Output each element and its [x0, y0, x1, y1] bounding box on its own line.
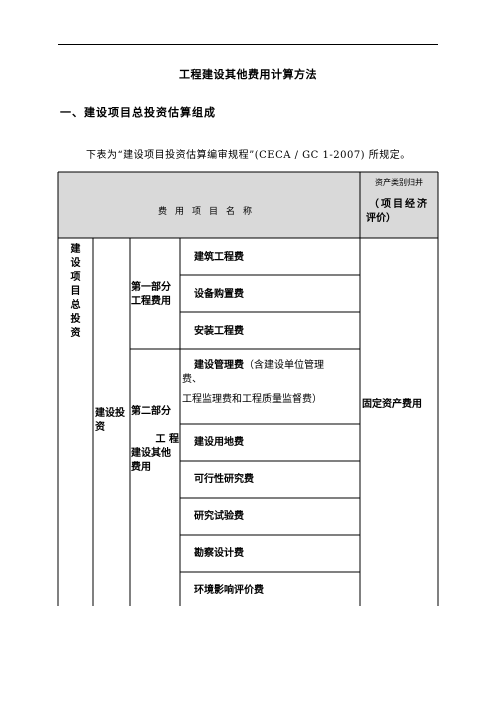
header-asset-line1: （项目经济 [369, 199, 429, 210]
part2-label: 第二部分 工 程 建设其他 费用 [131, 406, 179, 473]
table-header-bg [58, 172, 438, 238]
col-total-investment: 建 设 项 目 总 投 资 [70, 244, 81, 339]
header-asset-line2: 评价） [366, 213, 396, 224]
asset-class-fixed-assets: 固定资产费用 [362, 399, 422, 410]
item-feasibility-study: 可行性研究费 [194, 474, 254, 485]
item-survey-design: 勘察设计费 [194, 548, 244, 559]
header-asset-class: 资产类别归并 （项目经济 评价） [362, 176, 436, 226]
item-research-testing: 研究试验费 [194, 511, 244, 522]
item-environmental-assessment: 环境影响评价费 [194, 585, 264, 596]
part1-label: 第一部分 工程费用 [131, 282, 171, 307]
item-building-works: 建筑工程费 [194, 252, 244, 263]
item-installation-works: 安装工程费 [194, 326, 244, 337]
item-construction-management: 建设管理费（含建设单位管理 费、 工程监理费和工程质量监督费） [182, 360, 324, 405]
section-heading: 一、建设项目总投资估算组成 [60, 106, 216, 119]
item-equipment-purchase: 设备购置费 [194, 289, 244, 300]
header-rule [58, 44, 438, 45]
header-asset-top: 资产类别归并 [375, 178, 423, 187]
item-land-fee: 建设用地费 [194, 437, 244, 448]
header-item-name: 费用项目名称 [157, 207, 260, 217]
page-title: 工程建设其他费用计算方法 [179, 68, 317, 81]
intro-paragraph: 下表为“建设项目投资估算编审规程”(CECA / GC 1-2007) 所规定。 [86, 150, 411, 161]
col-construction-investment: 建设投 资 [95, 408, 125, 433]
